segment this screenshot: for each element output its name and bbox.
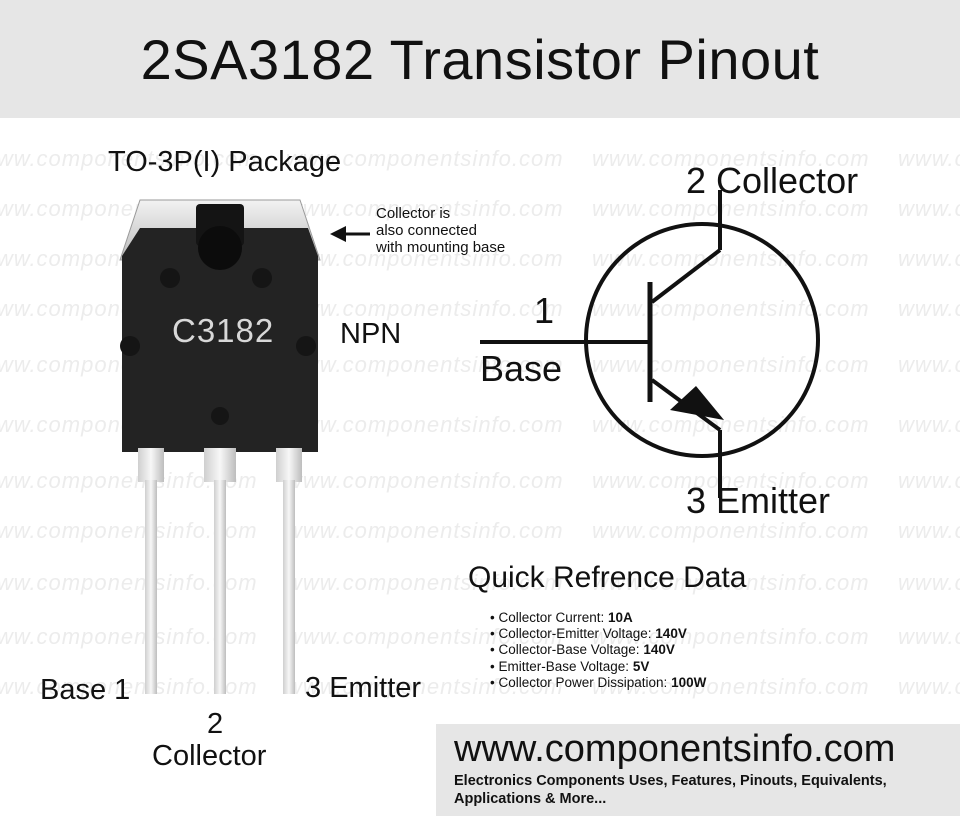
transistor-type-label: NPN — [340, 318, 402, 350]
symbol-collector-label: 2 Collector — [686, 160, 859, 201]
spec-item: Collector Current: 10A — [490, 610, 706, 626]
symbol-base-label: Base — [480, 348, 563, 389]
lead-stub-collector — [204, 448, 236, 482]
emitter-arrow — [670, 386, 724, 420]
package-marking: C3182 — [172, 312, 275, 349]
body-dimple — [211, 407, 229, 425]
note-line: with mounting base — [376, 239, 506, 256]
spec-item: Collector-Base Voltage: 140V — [490, 642, 706, 658]
note-line: also connected — [376, 222, 477, 239]
pin-collector-number: 2 — [207, 708, 224, 740]
footer-tagline: Electronics Components Uses, Features, P… — [454, 772, 887, 808]
spec-item: Collector-Emitter Voltage: 140V — [490, 626, 706, 642]
page-title: 2SA3182 Transistor Pinout — [140, 27, 820, 91]
pin-base-label: Base 1 — [40, 674, 131, 706]
lead-stub-base — [138, 448, 164, 482]
lead-emitter — [283, 480, 295, 694]
lead-collector — [214, 480, 226, 694]
symbol-base-number: 1 — [534, 290, 555, 331]
mounting-hole — [198, 226, 242, 270]
spec-item: Emitter-Base Voltage: 5V — [490, 659, 706, 675]
symbol-emitter-label: 3 Emitter — [686, 480, 831, 521]
package-title: TO-3P(I) Package — [108, 146, 342, 178]
footer-site-link[interactable]: www.componentsinfo.com — [454, 728, 896, 770]
tagline-line: Applications & More... — [454, 791, 607, 807]
npn-transistor-symbol — [480, 190, 820, 498]
lead-stub-emitter — [276, 448, 302, 482]
tagline-line: Electronics Components Uses, Features, P… — [454, 773, 887, 789]
body-dimple — [160, 268, 180, 288]
footer-banner: www.componentsinfo.com Electronics Compo… — [436, 724, 960, 816]
lead-base — [145, 480, 157, 694]
pin-emitter-label: 3 Emitter — [305, 672, 422, 704]
spec-item: Collector Power Dissipation: 100W — [490, 675, 706, 691]
collector-diagonal — [650, 248, 722, 304]
title-bar: 2SA3182 Transistor Pinout — [0, 0, 960, 118]
body-dimple — [296, 336, 316, 356]
quick-reference-title: Quick Refrence Data — [468, 561, 747, 594]
arrow-left-icon — [330, 226, 370, 242]
note-line: Collector is — [376, 205, 451, 222]
quick-reference-list: Collector Current: 10A Collector-Emitter… — [490, 610, 706, 691]
body-dimple — [120, 336, 140, 356]
body-dimple — [252, 268, 272, 288]
pin-collector-label: Collector — [152, 740, 267, 772]
to3p-package-illustration — [119, 199, 321, 694]
collector-note: Collector is also connected with mountin… — [376, 205, 505, 256]
